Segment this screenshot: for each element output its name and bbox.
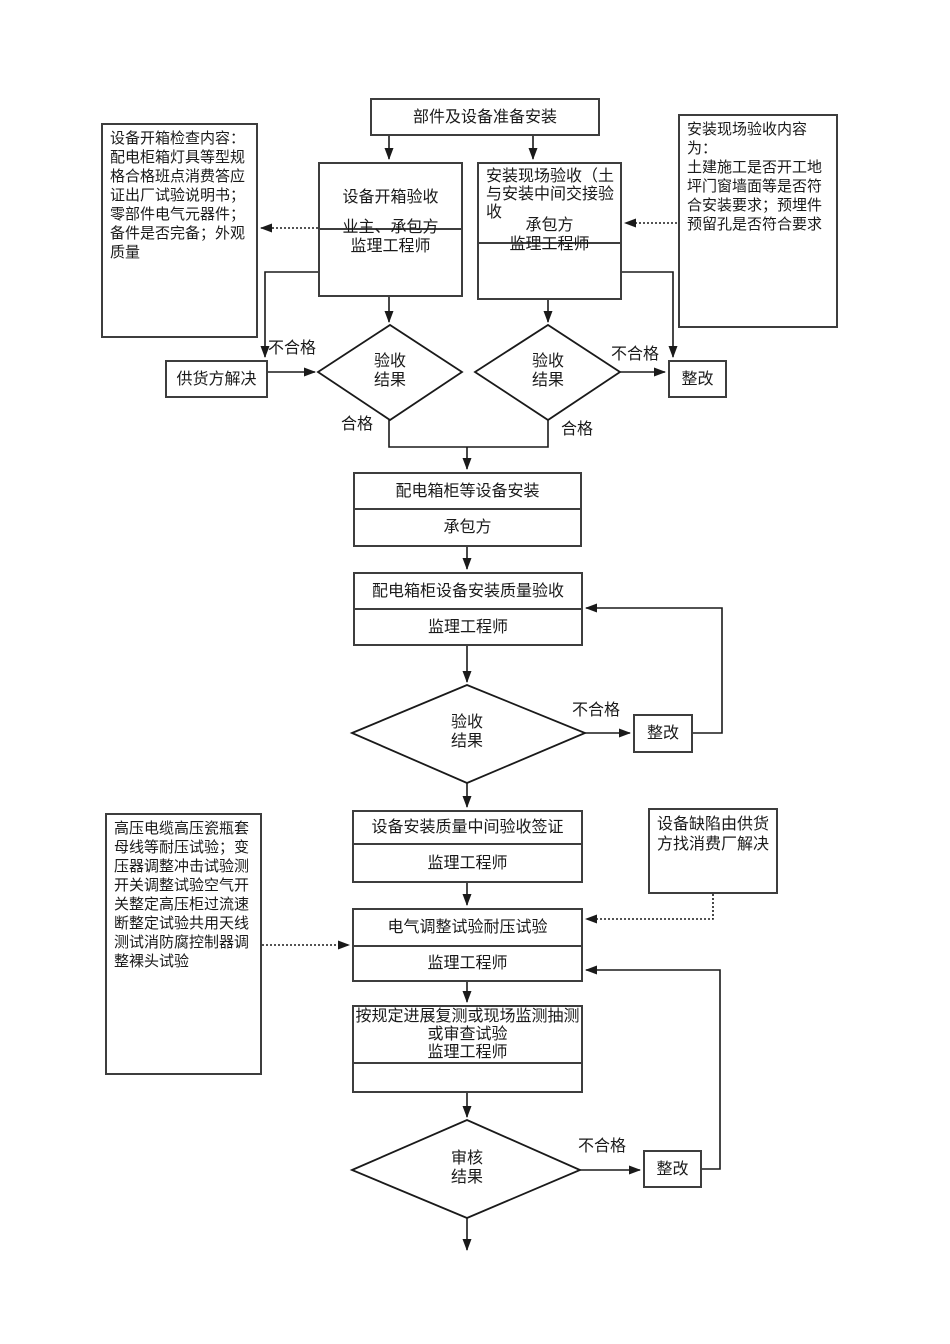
site-content-note: 安装现场验收内容 为： 土建施工是否开工地 坪门窗墙面等是否符 合安装要求；预埋… <box>678 114 838 328</box>
quality-check-node: 配电箱柜设备安装质量验收 监理工程师 <box>353 572 583 646</box>
fail-label-acceptance: 不合格 <box>572 702 621 719</box>
decision-review-result-label: 审核 结果 <box>450 1150 483 1186</box>
unbox-inspection-party2: 监理工程师 <box>350 238 431 255</box>
install-node-party: 承包方 <box>443 519 492 536</box>
connector-decisions-merge <box>388 420 549 448</box>
connector-rectify2-loop-to-quality <box>585 603 723 734</box>
connector-defect-dashed <box>585 894 714 924</box>
site-inspection-title: 安装现场验收（土 与安装中间交接验 收 <box>486 168 615 221</box>
connector-site-to-rectify1 <box>622 271 678 358</box>
supplier-resolve-label: 供货方解决 <box>176 370 257 388</box>
unbox-inspection-party1: 业主、承包方 <box>342 219 439 236</box>
sign-node-party: 监理工程师 <box>427 854 508 872</box>
retest-node-empty-row <box>354 1064 581 1091</box>
unbox-inspection-divider <box>320 228 461 230</box>
site-inspection-party2: 监理工程师 <box>509 236 590 253</box>
decision-acceptance-result-shape <box>349 684 588 784</box>
electric-test-title: 电气调整试验耐压试验 <box>354 910 581 947</box>
decision-review-result-shape <box>349 1119 583 1219</box>
connector-rectify3-loop-to-electest <box>585 965 721 1170</box>
start-node: 部件及设备准备安装 <box>370 98 600 136</box>
decision-acceptance-result-label: 验收 结果 <box>450 714 483 750</box>
retest-node: 按规定进展复测或现场监测抽测 或审查试验 监理工程师 <box>352 1005 583 1093</box>
fail-label-site: 不合格 <box>611 346 660 363</box>
retest-node-text: 按规定进展复测或现场监测抽测 或审查试验 监理工程师 <box>354 1007 581 1064</box>
rectify-node-top-label: 整改 <box>681 370 714 388</box>
hv-test-note: 高压电缆高压瓷瓶套 母线等耐压试验；变 压器调整冲击试验测 开关调整试验空气开 … <box>105 813 262 1075</box>
sign-node-title: 设备安装质量中间验收签证 <box>354 812 581 845</box>
site-inspection-party1: 承包方 <box>525 217 574 234</box>
fail-label-unbox: 不合格 <box>268 340 317 357</box>
unbox-inspection-title: 设备开箱验收 <box>342 189 439 206</box>
supplier-resolve-node: 供货方解决 <box>165 360 268 398</box>
decision-site-result-label: 验收 结果 <box>531 353 564 389</box>
electric-test-node: 电气调整试验耐压试验 监理工程师 <box>352 908 583 982</box>
connector-unbox-fail-to-supplier <box>260 271 318 358</box>
decision-unbox-result-shape <box>316 323 464 422</box>
install-node-title: 配电箱柜等设备安装 <box>355 474 580 510</box>
rectify-node-bottom-label: 整改 <box>656 1160 689 1178</box>
install-node: 配电箱柜等设备安装 承包方 <box>353 472 582 547</box>
rectify-node-top: 整改 <box>668 360 727 398</box>
unbox-inspection-node: 设备开箱验收 业主、承包方 监理工程师 <box>318 162 463 297</box>
quality-check-title: 配电箱柜设备安装质量验收 <box>355 574 581 610</box>
sign-node: 设备安装质量中间验收签证 监理工程师 <box>352 810 583 883</box>
start-node-label: 部件及设备准备安装 <box>412 108 557 126</box>
rectify-node-mid-label: 整改 <box>646 725 679 742</box>
unbox-content-note: 设备开箱检查内容： 配电柜箱灯具等型规 格合格班点消费答应 证出厂试验说明书； … <box>101 123 258 338</box>
quality-check-party: 监理工程师 <box>427 618 508 636</box>
rectify-node-bottom: 整改 <box>643 1150 702 1188</box>
site-inspection-node: 安装现场验收（土 与安装中间交接验 收 承包方 监理工程师 <box>477 162 622 300</box>
decision-unbox-result-label: 验收 结果 <box>373 353 406 389</box>
rectify-node-mid: 整改 <box>633 714 693 753</box>
pass-label-right: 合格 <box>561 421 594 438</box>
decision-site-result-shape <box>473 323 622 422</box>
electric-test-party: 监理工程师 <box>427 955 508 972</box>
defect-note: 设备缺陷由供货 方找消费厂解决 <box>648 808 778 894</box>
site-inspection-divider <box>479 242 620 244</box>
fail-label-review: 不合格 <box>578 1138 627 1155</box>
pass-label-left: 合格 <box>341 416 374 433</box>
